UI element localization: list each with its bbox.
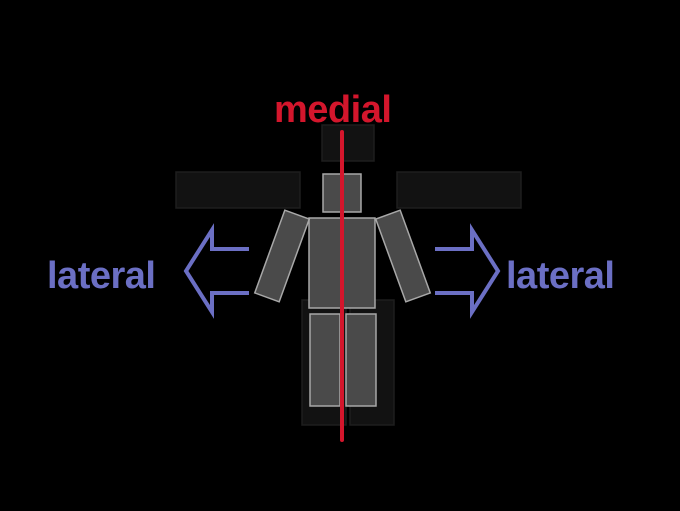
figure-left-leg (309, 313, 341, 407)
right-lateral-arrow-icon (435, 223, 501, 319)
ghost-left-arm (175, 171, 301, 209)
figure-right-arm (374, 209, 432, 303)
medial-label: medial (274, 89, 392, 131)
ghost-head (321, 124, 375, 162)
lateral-label-left: lateral (47, 255, 156, 297)
lateral-label-right: lateral (506, 255, 615, 297)
left-lateral-arrow-icon (183, 223, 249, 319)
figure-left-arm (253, 209, 311, 303)
figure-right-leg (345, 313, 377, 407)
ghost-right-arm (396, 171, 522, 209)
